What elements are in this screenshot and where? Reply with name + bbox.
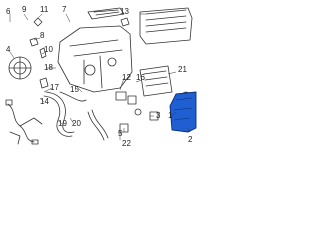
wiring-harness-part (5, 99, 43, 145)
callout-3: 3 (156, 111, 161, 120)
callout-9: 9 (22, 5, 27, 14)
heater-core-part (139, 65, 173, 97)
callout-5: 5 (118, 129, 123, 138)
callout-21: 21 (178, 65, 187, 74)
lower-hose-part (87, 109, 109, 141)
callout-19: 19 (58, 119, 67, 128)
callout-6: 6 (6, 7, 11, 16)
callout-15: 15 (70, 85, 79, 94)
exploded-view: 6 9 11 7 13 4 8 10 18 17 15 12 16 21 14 … (5, 5, 197, 147)
callout-1: 1 (168, 111, 173, 120)
callout-7: 7 (62, 5, 67, 14)
callout-17: 17 (50, 83, 59, 92)
callout-20: 20 (72, 119, 81, 128)
callout-10: 10 (44, 45, 53, 54)
left-clips-part (29, 17, 49, 89)
callout-14: 14 (40, 97, 49, 106)
callout-22: 22 (122, 139, 131, 147)
blower-motor-part (8, 56, 32, 80)
callout-8: 8 (40, 31, 45, 40)
callout-18: 18 (44, 63, 53, 72)
top-duct-part (87, 7, 125, 20)
hvac-case-part (57, 25, 133, 93)
pipes-part (43, 91, 87, 137)
filter-housing-part (139, 7, 193, 45)
callout-4: 4 (6, 45, 11, 54)
callout-13: 13 (120, 7, 129, 16)
callout-16: 16 (136, 73, 145, 82)
parts-diagram: 6 9 11 7 13 4 8 10 18 17 15 12 16 21 14 … (0, 0, 200, 147)
callout-12: 12 (122, 73, 131, 82)
small-fitting-part (120, 17, 130, 27)
highlighted-actuator-part (169, 91, 197, 133)
callout-11: 11 (40, 5, 49, 14)
callout-2: 2 (188, 135, 193, 144)
